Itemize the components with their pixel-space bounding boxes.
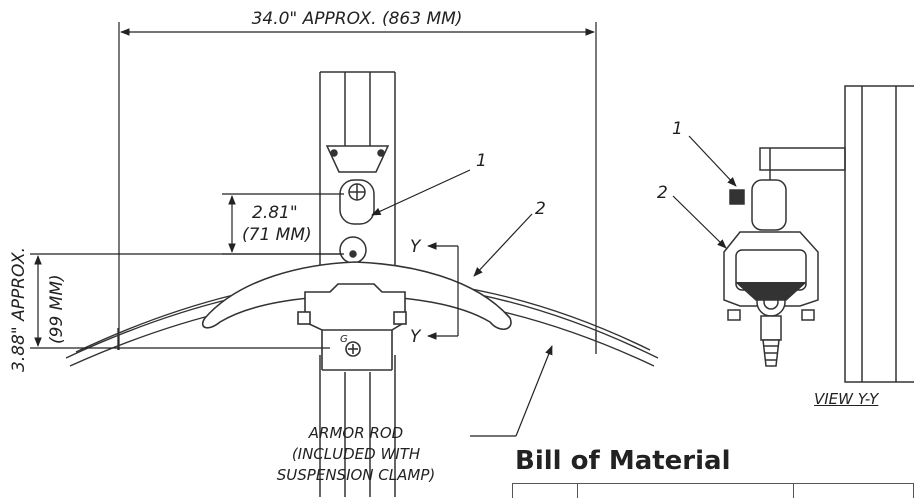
bom-column-divider	[577, 484, 578, 498]
callout-1: 1	[476, 151, 487, 171]
overall-width-label: 34.0" APPROX. (863 MM)	[252, 9, 463, 29]
section-marker	[427, 242, 459, 340]
clamp-hub	[339, 236, 367, 264]
section-y-top: Y	[410, 237, 422, 257]
pole	[319, 71, 396, 497]
side-view-leaders	[672, 135, 737, 249]
bom-column-divider	[793, 484, 794, 498]
clamp-height-mm: (71 MM)	[242, 225, 312, 245]
clamp-height-in: 2.81"	[252, 203, 298, 223]
overall-height-in: 3.88" APPROX.	[9, 247, 29, 372]
overall-width-dimension	[118, 22, 597, 350]
suspension-clamp	[201, 261, 512, 371]
armor-rod-line2: (INCLUDED WITH	[291, 445, 421, 463]
view-caption: VIEW Y-Y	[814, 390, 879, 408]
overall-height-mm: (99 MM)	[47, 274, 67, 344]
armor-rod-label: ARMOR ROD (INCLUDED WITH SUSPENSION CLAM…	[256, 423, 456, 486]
section-y-bottom: Y	[410, 327, 422, 347]
armor-rod-line1: ARMOR ROD	[308, 424, 404, 442]
upper-bracket	[325, 145, 390, 225]
armor-rod-line3: SUSPENSION CLAMP)	[276, 466, 436, 484]
bom-table	[512, 483, 914, 498]
callout-2: 2	[535, 199, 546, 219]
side-callout-2: 2	[657, 183, 668, 203]
side-callout-1: 1	[672, 119, 683, 139]
item-leaders	[371, 169, 553, 437]
side-view-clamp	[723, 179, 819, 367]
side-view-pole	[759, 85, 914, 383]
bom-title: Bill of Material	[515, 446, 731, 476]
overall-height-dimension	[30, 253, 340, 349]
ground-mark: G	[340, 334, 348, 345]
